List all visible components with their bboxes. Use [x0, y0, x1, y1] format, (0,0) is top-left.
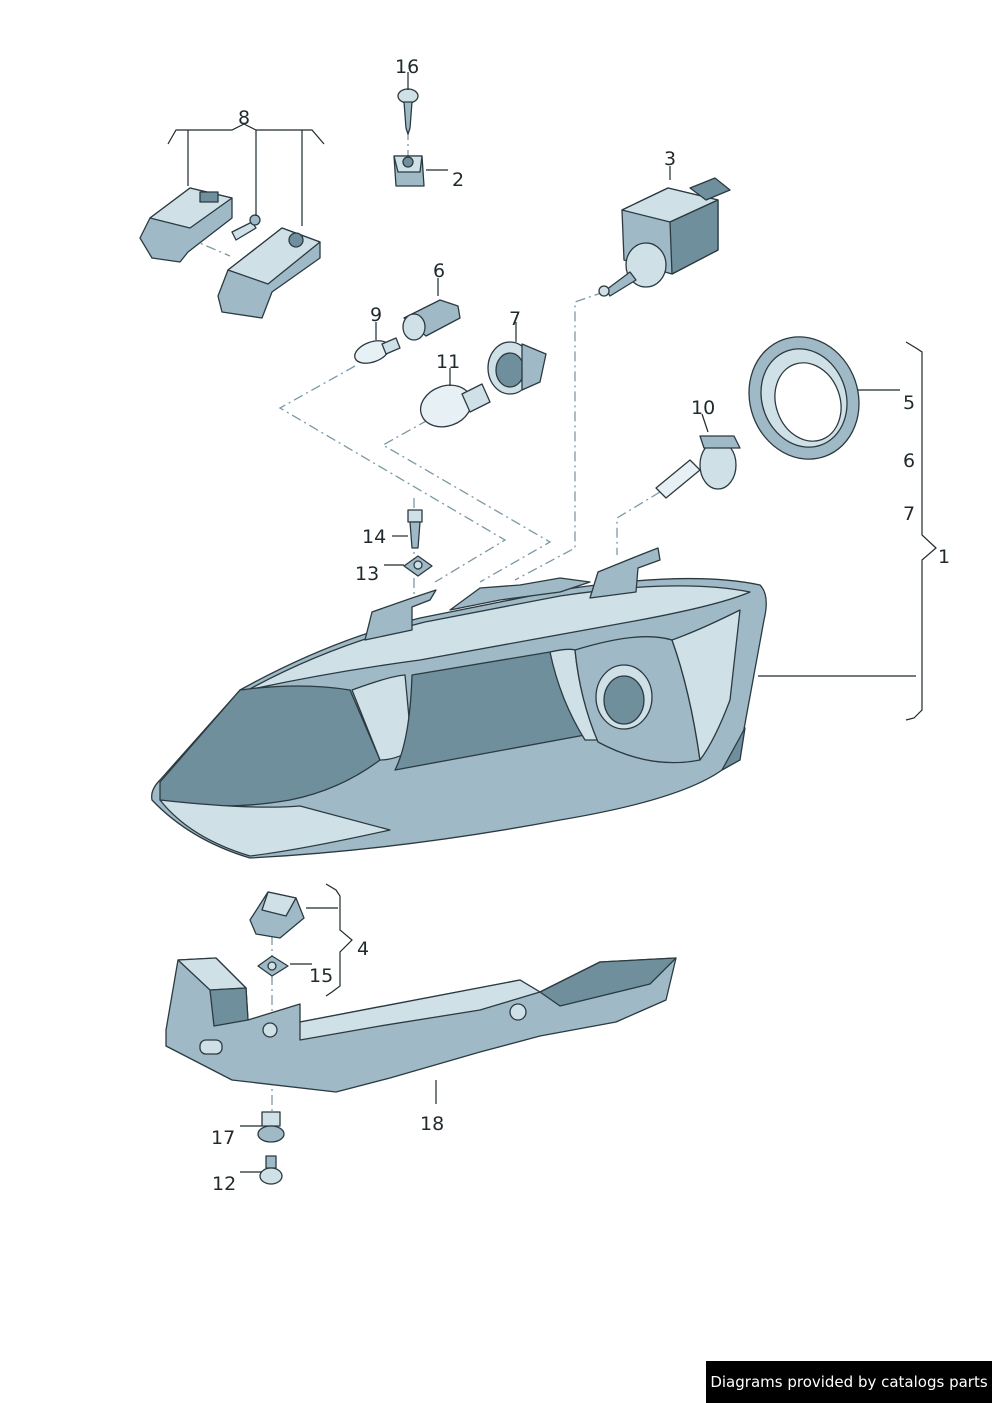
callout-7-lower: 7 — [903, 503, 915, 525]
holder-part-8 — [139, 187, 321, 319]
callout-17: 17 — [211, 1127, 235, 1149]
credit-banner: Diagrams provided by catalogs parts — [706, 1361, 992, 1403]
callout-4: 4 — [357, 938, 369, 960]
assembly-lines — [187, 110, 661, 1118]
callout-6-upper: 6 — [433, 260, 445, 282]
clip-part-2 — [393, 155, 425, 187]
callout-1: 1 — [938, 546, 950, 568]
callout-7-upper: 7 — [509, 308, 521, 330]
nut-part-17 — [257, 1111, 285, 1143]
callout-16: 16 — [395, 56, 419, 78]
headlight-housing — [151, 547, 767, 859]
callout-12: 12 — [212, 1173, 236, 1195]
callout-2: 2 — [452, 169, 464, 191]
bracket-part-18 — [165, 957, 677, 1093]
callout-8: 8 — [238, 107, 250, 129]
motor-part-3 — [598, 177, 731, 297]
socket-part-7 — [487, 341, 547, 395]
callout-15: 15 — [309, 965, 333, 987]
screw-part-12 — [259, 1155, 283, 1185]
adjuster-part-4 — [249, 891, 305, 939]
callout-18: 18 — [420, 1113, 444, 1135]
ring-part-5 — [748, 336, 860, 460]
callout-9: 9 — [370, 304, 382, 326]
callout-3: 3 — [664, 148, 676, 170]
bulb-part-11 — [419, 383, 491, 428]
nut-part-15 — [257, 955, 289, 977]
screw-part-16 — [397, 88, 419, 135]
callout-5: 5 — [903, 392, 915, 414]
nut-part-13 — [403, 555, 433, 577]
credit-text: Diagrams provided by catalogs parts — [710, 1373, 988, 1391]
leader-lines — [167, 72, 937, 1173]
callout-14: 14 — [362, 526, 386, 548]
screw-part-14 — [407, 509, 423, 549]
callout-6-lower: 6 — [903, 450, 915, 472]
callout-13: 13 — [355, 563, 379, 585]
bulb-part-9 — [354, 337, 401, 364]
callout-10: 10 — [691, 397, 715, 419]
callout-labels: 16 8 2 3 6 9 7 11 5 10 6 7 14 1 13 4 15 … — [211, 56, 950, 1195]
bulb-part-10 — [655, 435, 741, 499]
callout-11: 11 — [436, 351, 460, 373]
socket-part-6 — [402, 299, 461, 341]
